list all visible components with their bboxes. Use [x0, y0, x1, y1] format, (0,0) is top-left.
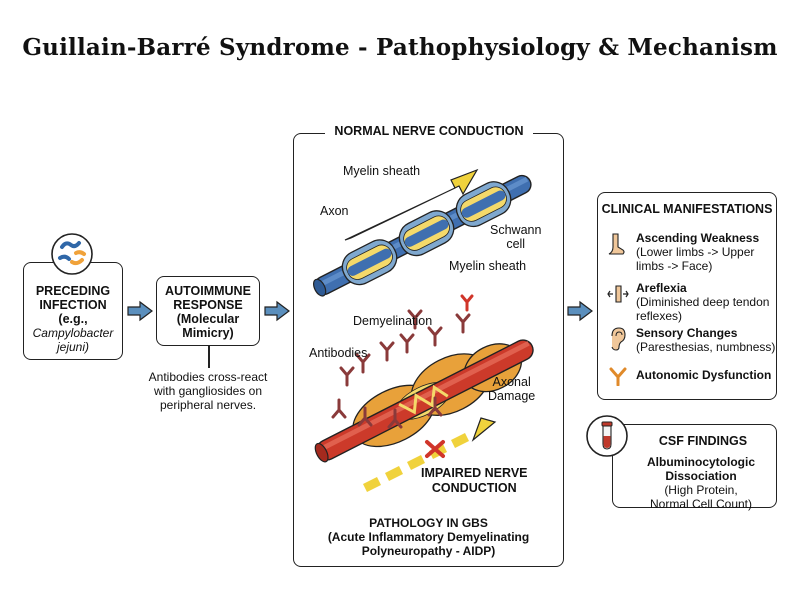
infection-organism-line-2: jejuni) [56, 340, 89, 354]
label-impaired-line-2: CONDUCTION [431, 481, 517, 495]
foot-icon [608, 233, 625, 255]
clinical-item: Sensory Changes (Paresthesias, numbness) [598, 326, 776, 356]
damaged-nerve-illustration [314, 294, 534, 493]
autonomic-nerve-icon [609, 367, 627, 386]
clinical-title: CLINICAL MANIFESTATIONS [601, 202, 773, 216]
flow-arrow-1 [127, 300, 153, 322]
csf-finding-line-1: Albuminocytologic [647, 455, 755, 469]
label-demyelination: Demyelination [353, 314, 433, 328]
label-schwann-line-2: cell [506, 237, 526, 251]
clinical-item-detail: (Diminished deep tendon [636, 295, 770, 309]
clinical-item: Areflexia (Diminished deep tendon reflex… [598, 281, 776, 323]
label-antibodies: Antibodies [309, 346, 368, 360]
label-schwann-cell: Schwann cell [490, 223, 541, 251]
autoimmune-note-line-2: with gangliosides on [153, 384, 263, 398]
test-tube-icon [586, 415, 628, 457]
preceding-infection-box: PRECEDING INFECTION (e.g., Campylobacter… [23, 262, 123, 360]
autoimmune-line-3: (Molecular [176, 312, 240, 326]
clinical-item-detail: reflexes) [636, 309, 683, 323]
clinical-item-title: Autonomic Dysfunction [636, 368, 772, 382]
label-axonal-damage: Axonal Damage [488, 375, 535, 403]
ear-icon [611, 327, 626, 351]
normal-conduction-title: NORMAL NERVE CONDUCTION [325, 124, 533, 138]
autoimmune-connector [208, 346, 210, 368]
label-schwann-line-1: Schwann [490, 223, 542, 237]
reflex-hammer-icon [607, 285, 629, 303]
infection-organism-line-1: Campylobacter [32, 326, 114, 340]
page-title: Guillain-Barré Syndrome - Pathophysiolog… [22, 34, 778, 61]
clinical-item-title: Areflexia [636, 281, 687, 295]
csf-finding-line-2: Dissociation [665, 469, 737, 483]
label-axonal-line-2: Damage [488, 389, 536, 403]
csf-finding-line-4: Normal Cell Count) [649, 497, 753, 511]
clinical-item: Ascending Weakness (Lower limbs -> Upper… [598, 231, 776, 273]
infection-line-3: (e.g., [58, 312, 88, 326]
clinical-item-title: Sensory Changes [636, 326, 738, 340]
csf-title: CSF FINDINGS [658, 434, 748, 448]
clinical-item: Autonomic Dysfunction [598, 365, 776, 387]
csf-findings-box: CSF FINDINGS Albuminocytologic Dissociat… [612, 424, 777, 511]
normal-nerve-illustration [312, 168, 532, 297]
autoimmune-note-line-1: Antibodies cross-react [148, 370, 268, 384]
infection-line-2: INFECTION [39, 298, 107, 312]
bacteria-icon [51, 233, 93, 275]
clinical-item-detail: (Lower limbs -> Upper [636, 245, 755, 259]
autoimmune-line-1: AUTOIMMUNE [165, 284, 251, 298]
label-axonal-line-1: Axonal [492, 375, 531, 389]
autoimmune-response-box: AUTOIMMUNE RESPONSE (Molecular Mimicry) [156, 276, 260, 346]
flow-arrow-2 [264, 300, 290, 322]
infection-line-1: PRECEDING [35, 284, 111, 298]
pathology-caption-line-2: (Acute Inflammatory Demyelinating [327, 530, 530, 544]
label-impaired-line-1: IMPAIRED NERVE [421, 466, 528, 480]
clinical-item-detail: limbs -> Face) [636, 259, 713, 273]
pathology-caption: PATHOLOGY IN GBS (Acute Inflammatory Dem… [300, 516, 557, 558]
flow-arrow-3 [567, 300, 593, 322]
label-myelin-sheath-top: Myelin sheath [343, 164, 421, 178]
autoimmune-note-line-3: peripheral nerves. [159, 398, 257, 412]
autoimmune-line-4: Mimicry) [182, 326, 234, 340]
pathology-caption-line-1: PATHOLOGY IN GBS [369, 516, 488, 530]
clinical-item-detail: (Paresthesias, numbness) [636, 340, 776, 354]
autoimmune-note: Antibodies cross-react with gangliosides… [133, 370, 283, 412]
label-axon: Axon [320, 204, 349, 218]
label-myelin-sheath-bottom: Myelin sheath [449, 259, 527, 273]
label-impaired-conduction: IMPAIRED NERVE CONDUCTION [421, 466, 528, 496]
clinical-item-title: Ascending Weakness [636, 231, 760, 245]
pathology-caption-line-3: Polyneuropathy - AIDP) [361, 544, 496, 558]
autoimmune-line-2: RESPONSE [173, 298, 243, 312]
csf-finding-line-3: (High Protein, [664, 483, 738, 497]
clinical-manifestations-box: CLINICAL MANIFESTATIONS Ascending Weakne… [597, 192, 777, 400]
